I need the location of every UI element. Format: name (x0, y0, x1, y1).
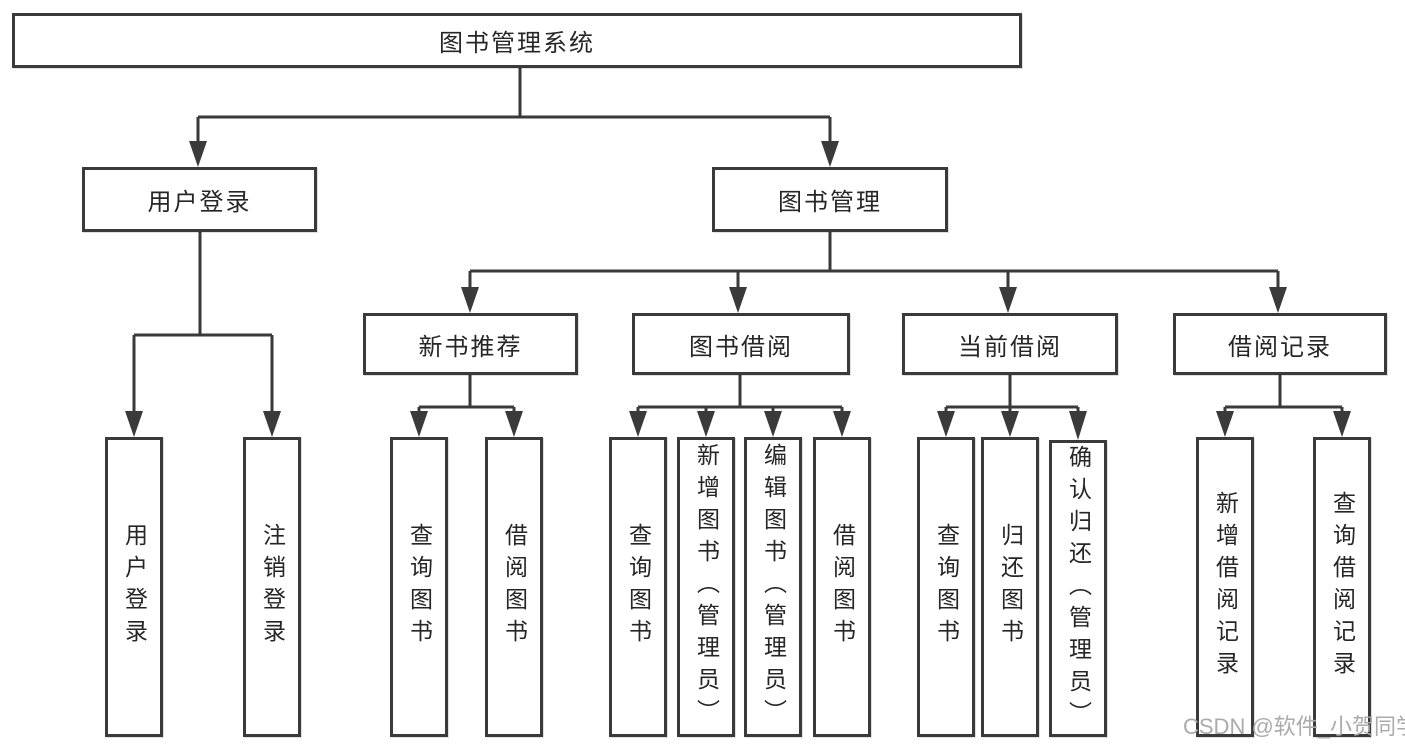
node-root-system: 图书管理系统 (12, 13, 1022, 68)
connector-current-to-leaves (937, 375, 1087, 440)
connector-root-to-level2 (189, 68, 839, 167)
leaf-borrow-edit-admin: 编辑图书（管理员） (744, 437, 802, 737)
csdn-watermark: CSDN @软件_小贺同学 (1183, 714, 1405, 739)
node-book-management: 图书管理 (712, 167, 948, 232)
node-new-book-recommend: 新书推荐 (363, 313, 578, 375)
leaf-records-query-label: 查询借阅记录 (1329, 491, 1356, 683)
leaf-logout: 注销登录 (243, 437, 301, 737)
connector-newbook-to-leaves (410, 375, 523, 437)
connector-records-to-leaves (1216, 375, 1351, 437)
node-current-borrow: 当前借阅 (902, 313, 1118, 375)
node-book-borrow-label: 图书借阅 (689, 333, 793, 361)
leaf-borrow-add-admin-label: 新增图书（管理员） (693, 443, 720, 731)
leaf-current-return: 归还图书 (981, 437, 1039, 737)
node-book-management-label: 图书管理 (778, 189, 882, 216)
node-user-login: 用户登录 (82, 167, 317, 232)
node-current-borrow-label: 当前借阅 (958, 333, 1062, 361)
leaf-newbook-query: 查询图书 (390, 437, 448, 737)
leaf-borrow-book-label: 借阅图书 (829, 523, 856, 651)
leaf-current-confirm-admin-label: 确认归还（管理员） (1065, 444, 1092, 733)
leaf-records-add: 新增借阅记录 (1196, 437, 1254, 737)
node-root-label: 图书管理系统 (439, 30, 595, 57)
leaf-current-query: 查询图书 (917, 437, 975, 737)
leaf-borrow-query: 查询图书 (609, 437, 667, 737)
leaf-records-query: 查询借阅记录 (1313, 437, 1371, 737)
leaf-user-login: 用户登录 (105, 437, 163, 737)
leaf-borrow-edit-admin-label: 编辑图书（管理员） (760, 443, 787, 731)
leaf-current-confirm-admin: 确认归还（管理员） (1049, 440, 1107, 737)
leaf-newbook-borrow: 借阅图书 (485, 437, 543, 737)
leaf-current-return-label: 归还图书 (997, 523, 1024, 651)
node-borrow-records-label: 借阅记录 (1228, 333, 1332, 361)
connector-login-to-leaves (125, 232, 281, 437)
node-borrow-records: 借阅记录 (1173, 313, 1387, 375)
leaf-newbook-query-label: 查询图书 (406, 523, 433, 651)
leaf-borrow-add-admin: 新增图书（管理员） (677, 437, 735, 737)
node-new-book-recommend-label: 新书推荐 (418, 333, 523, 361)
connector-borrow-to-leaves (629, 375, 851, 437)
connector-mgmt-to-level3 (461, 232, 1287, 313)
leaf-borrow-book: 借阅图书 (813, 437, 871, 737)
leaf-borrow-query-label: 查询图书 (625, 523, 652, 651)
node-user-login-label: 用户登录 (147, 189, 252, 216)
leaf-records-add-label: 新增借阅记录 (1212, 491, 1239, 683)
leaf-logout-label: 注销登录 (259, 523, 286, 651)
leaf-current-query-label: 查询图书 (933, 523, 960, 651)
node-book-borrow: 图书借阅 (632, 313, 850, 375)
leaf-user-login-label: 用户登录 (121, 523, 148, 651)
leaf-newbook-borrow-label: 借阅图书 (501, 523, 528, 651)
